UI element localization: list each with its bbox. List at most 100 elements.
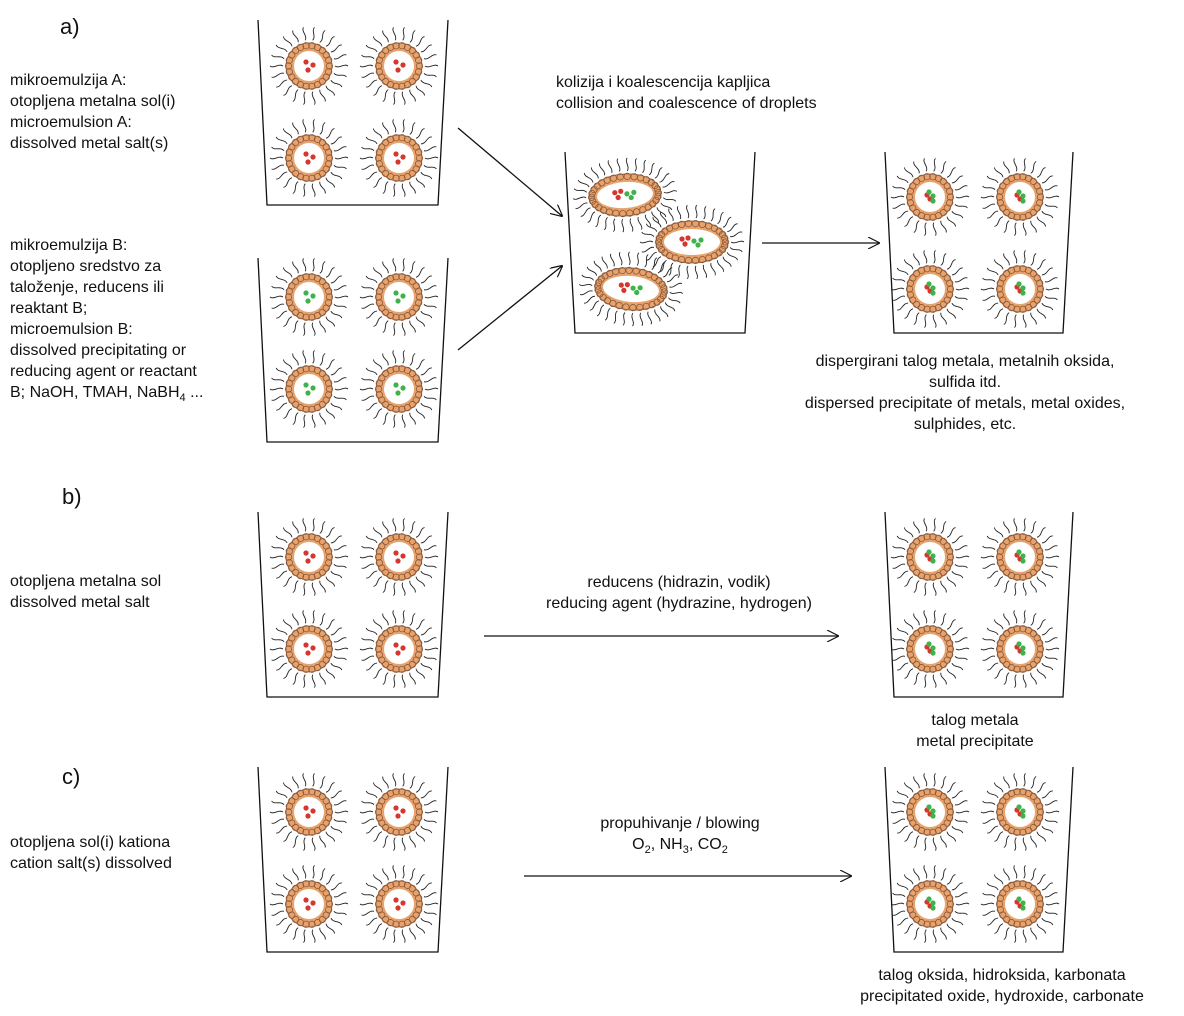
surfactant-head [1013, 920, 1021, 928]
surfactant-head [415, 56, 423, 64]
surfactant-tail [325, 408, 335, 419]
surfactant-tail [325, 668, 335, 679]
surfactant-tail [393, 837, 396, 851]
surfactant-head [302, 405, 310, 413]
surfactant-tail [333, 655, 347, 661]
surfactant-head [1019, 265, 1027, 273]
surfactant-head [912, 915, 921, 924]
surfactant-head [1019, 665, 1027, 673]
surfactant-tail [923, 773, 928, 787]
surfactant-head [946, 808, 955, 816]
metal-salt-dot [618, 282, 624, 288]
surfactant-tail [302, 27, 307, 41]
surfactant-tail [1044, 637, 1058, 643]
section-c-start-droplet [359, 773, 439, 851]
surfactant-tail [333, 72, 347, 78]
surfactant-tail [415, 177, 425, 188]
surfactant-tail [420, 627, 432, 636]
surfactant-head [660, 284, 668, 292]
metal-salt-dot [310, 62, 316, 68]
surfactant-head [381, 915, 390, 924]
gas-sep: , [688, 836, 698, 853]
surfactant-tail [415, 527, 425, 538]
surfactant-head [288, 282, 296, 290]
reactant-dot [624, 191, 630, 197]
surfactant-tail [423, 285, 437, 291]
surfactant-tail [994, 308, 1004, 319]
surfactant-tail [409, 613, 416, 626]
surfactant-tail [283, 576, 293, 587]
surfactant-tail [1036, 308, 1046, 319]
surfactant-head [302, 788, 310, 796]
surfactant-head [325, 547, 333, 555]
metal-salt-dot [303, 550, 309, 556]
droplet-core [294, 889, 324, 919]
surfactant-head [923, 788, 931, 796]
surfactant-tail [365, 790, 378, 799]
surfactant-tail [892, 277, 906, 283]
surfactant-tail [365, 367, 378, 376]
surfactant-head [285, 906, 293, 914]
surfactant-head [923, 625, 931, 633]
surfactant-tail [420, 136, 432, 145]
surfactant-head [999, 889, 1007, 897]
surfactant-head [285, 814, 293, 822]
reactant-dot [305, 390, 311, 396]
surfactant-head [392, 405, 400, 413]
surfactant-tail [1030, 613, 1037, 626]
surfactant-tail [645, 223, 658, 232]
surfactant-tail [361, 146, 375, 152]
surfactant-head [1002, 915, 1011, 924]
surfactant-head [398, 273, 406, 281]
reactant-dot [926, 896, 932, 902]
surfactant-head [1019, 625, 1027, 633]
text-line: otopljena metalna sol(i) [10, 93, 176, 110]
surfactant-head [1029, 792, 1038, 801]
surfactant-tail [1030, 220, 1037, 233]
surfactant-tail [276, 310, 288, 319]
surfactant-head [318, 792, 327, 801]
gas-base: CO [697, 836, 722, 853]
surfactant-tail [1045, 195, 1060, 199]
surfactant-tail [662, 197, 677, 202]
surfactant-head [651, 181, 659, 189]
surfactant-head [1013, 305, 1021, 313]
surfactant-tail [904, 923, 914, 934]
surfactant-tail [924, 222, 927, 236]
surfactant-tail [1041, 662, 1054, 671]
surfactant-tail [366, 310, 378, 319]
surfactant-tail [636, 252, 640, 266]
metal-salt-dot [400, 808, 406, 814]
surfactant-tail [333, 800, 347, 806]
surfactant-tail [896, 535, 909, 544]
surfactant-tail [896, 627, 909, 636]
surfactant-tail [401, 674, 406, 688]
surfactant-head [398, 42, 406, 50]
surfactant-tail [647, 311, 652, 325]
surfactant-tail [1003, 835, 1010, 848]
surfactant-head [408, 277, 417, 286]
surfactant-tail [373, 668, 383, 679]
surfactant-tail [409, 261, 416, 274]
surfactant-head [392, 573, 400, 581]
surfactant-head [313, 572, 322, 580]
metal-salt-dot [400, 900, 406, 906]
surfactant-tail [292, 181, 299, 194]
surfactant-head [398, 920, 406, 928]
surfactant-tail [1036, 527, 1046, 538]
metal-salt-dot [305, 905, 311, 911]
surfactant-tail [702, 264, 707, 278]
surfactant-tail [890, 195, 905, 199]
surfactant-head [325, 894, 333, 902]
surfactant-tail [980, 647, 995, 651]
surfactant-tail [890, 287, 905, 291]
surfactant-head [392, 82, 400, 90]
surfactant-tail [955, 902, 970, 906]
surfactant-tail [325, 923, 335, 934]
surfactant-head [909, 542, 917, 550]
surfactant-tail [292, 89, 299, 102]
surfactant-tail [1044, 910, 1058, 916]
surfactant-tail [275, 367, 288, 376]
reactant-dot [395, 298, 401, 304]
reactant-dot [310, 385, 316, 391]
